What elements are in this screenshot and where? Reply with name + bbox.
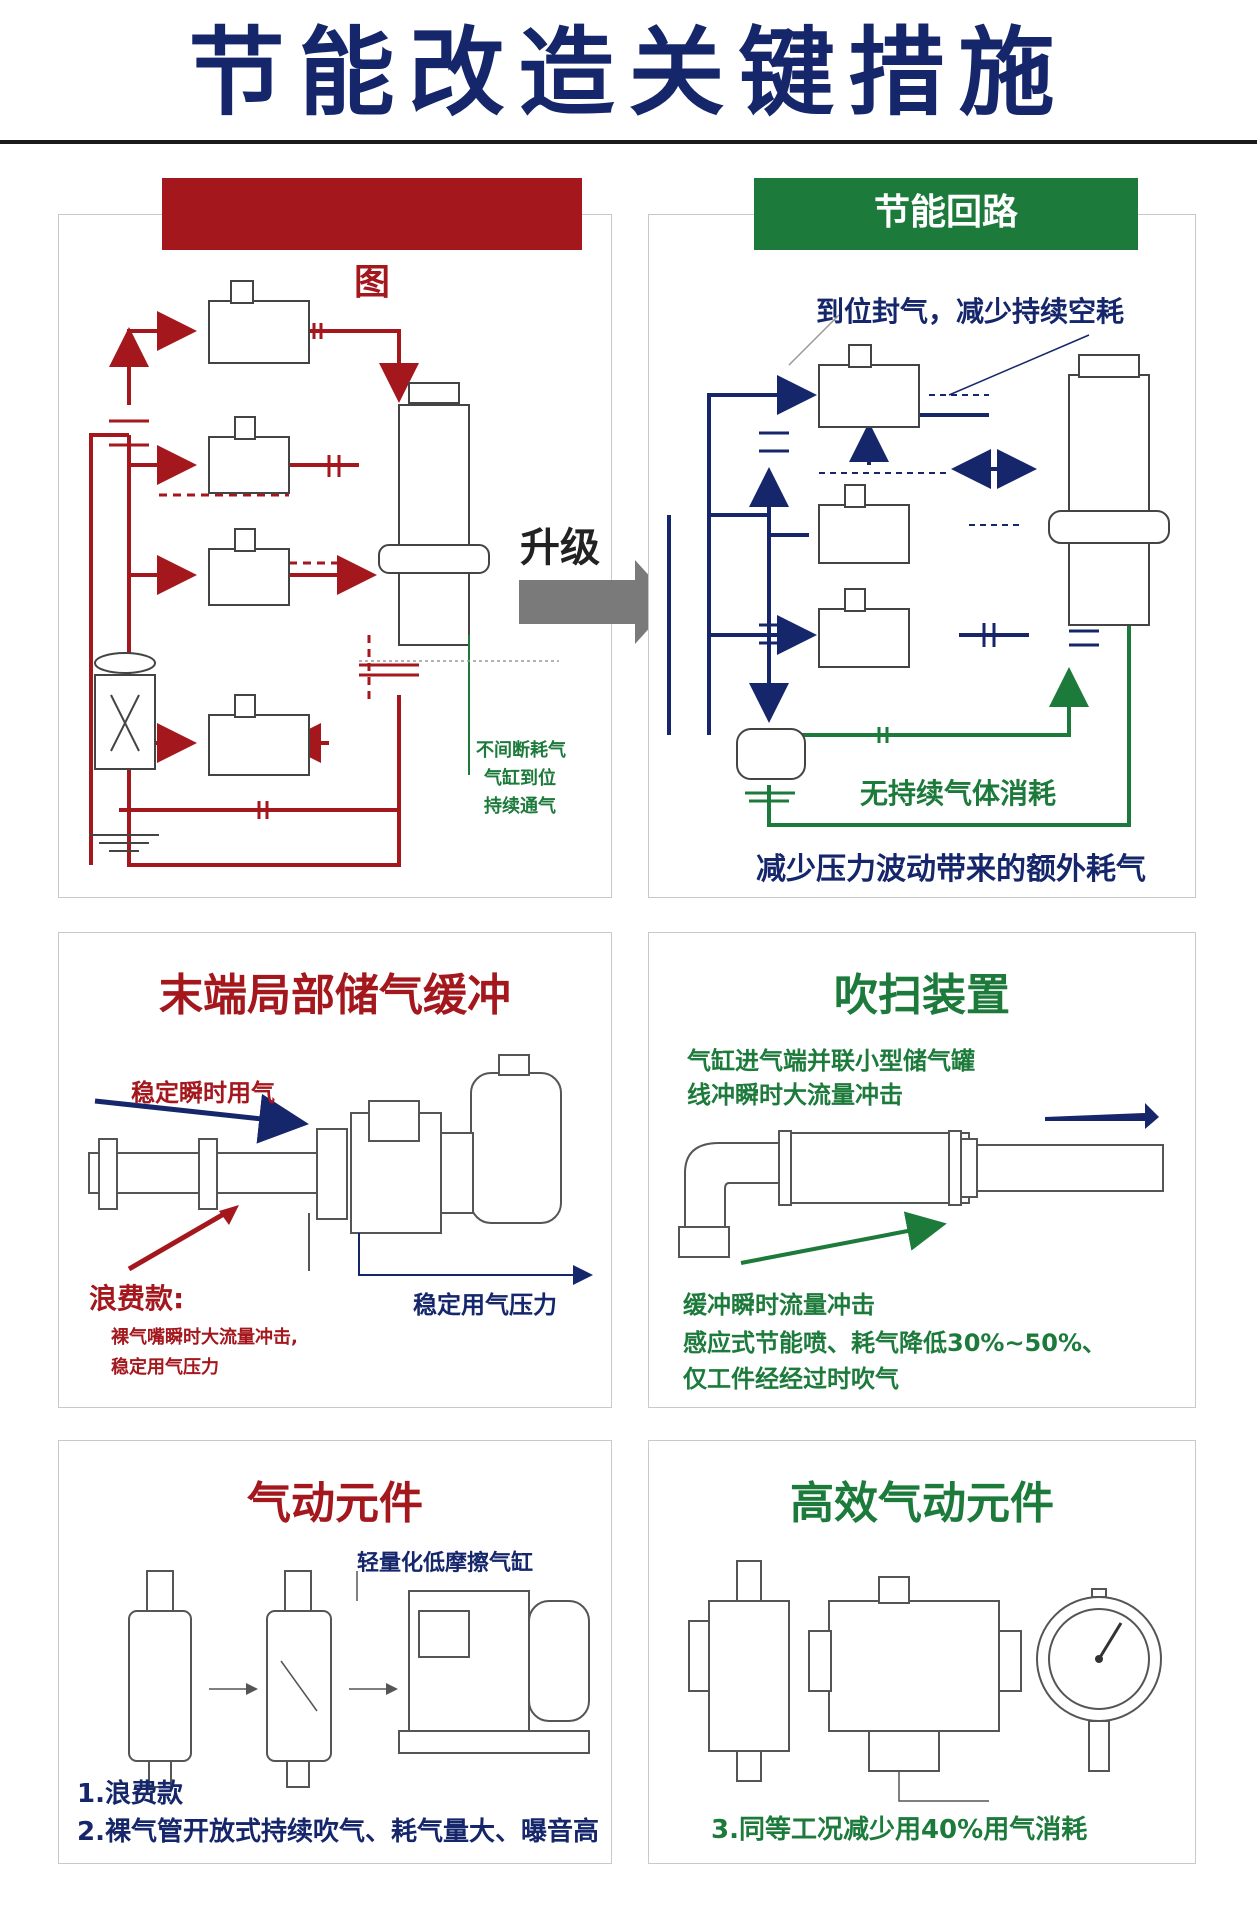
blowing-bottom-line-2: 感应式节能喷、耗气降低30%~50%、 (683, 1329, 1106, 1357)
blowing-device-panel: 吹扫装置 气缸进气端并联小型储气罐 线冲瞬时大流量冲击 缓冲瞬时流量冲击 感应式… (648, 932, 1196, 1408)
old-circuit-diagram (89, 280, 559, 867)
pneumatic-components-title: 气动元件 (247, 1478, 423, 1529)
blowing-top-line-2: 线冲瞬时大流量冲击 (687, 1081, 903, 1109)
local-storage-title: 末端局部储气缓冲 (159, 970, 511, 1021)
old-circuit-note-2: 气缸到位 (484, 768, 556, 789)
energy-saving-note-2: 减少压力波动带来的额外耗气 (756, 852, 1146, 887)
old-circuit-panel (58, 214, 612, 898)
old-circuit-note-1: 不间断耗气 (476, 740, 566, 761)
blowing-bottom-line-3: 仅工件经经过时吹气 (683, 1365, 899, 1393)
waste-title: 浪费款: (89, 1282, 185, 1315)
efficient-components-panel: 高效气动元件 3.同等工况减少用40%用气消耗 (648, 1440, 1196, 1864)
components-line-2: 2.裸气管开放式持续吹气、耗气量大、曝音高 (77, 1817, 599, 1847)
energy-saving-circuit-panel (648, 214, 1196, 898)
stabilize-instant-label: 稳定瞬时用气 (131, 1079, 275, 1107)
energy-saving-header: 节能回路 (754, 178, 1138, 250)
waste-line-2: 稳定用气压力 (111, 1357, 219, 1378)
title-divider (0, 140, 1257, 144)
old-circuit-header: 老气缸保压回路对对比简图 (162, 178, 582, 303)
energy-saving-note-1: 无持续气体消耗 (860, 777, 1057, 810)
blowing-top-line-1: 气缸进气端并联小型储气罐 (687, 1047, 975, 1075)
components-line-1: 1.浪费款 (77, 1779, 183, 1809)
blowing-device-illustration (678, 1103, 1164, 1265)
pneumatic-components-panel: 气动元件 轻量化低摩擦气缸 1.浪费款 2.裸气管开放式持续吹气、耗气量大、曝音… (58, 1440, 612, 1864)
old-circuit-note-3: 持续通气 (484, 796, 556, 817)
efficient-components-title: 高效气动元件 (790, 1478, 1054, 1529)
upgrade-arrow-icon (519, 560, 673, 644)
efficient-components-illustration (688, 1560, 1162, 1802)
page-title: 节能改造关键措施 (188, 17, 1069, 129)
stabilize-pressure-label: 稳定用气压力 (413, 1291, 557, 1319)
upgrade-label: 升级 (520, 525, 600, 571)
local-storage-illustration (88, 1054, 593, 1285)
lightweight-cylinder-label: 轻量化低摩擦气缸 (357, 1551, 534, 1576)
waste-line-1: 裸气嘴瞬时大流量冲击, (111, 1327, 298, 1348)
efficient-components-line: 3.同等工况减少用40%用气消耗 (711, 1815, 1088, 1845)
local-storage-buffer-panel: 末端局部储气缓冲 稳定瞬时用气 浪费款: 裸气嘴瞬时大流量冲击, 稳定用气压力 … (58, 932, 612, 1408)
pneumatic-components-illustration (128, 1570, 590, 1788)
blowing-bottom-line-1: 缓冲瞬时流量冲击 (683, 1291, 875, 1319)
energy-saving-circuit-diagram (667, 314, 1170, 827)
energy-saving-subtitle: 到位封气，减少持续空耗 (816, 295, 1125, 328)
blowing-device-title: 吹扫装置 (834, 970, 1010, 1021)
